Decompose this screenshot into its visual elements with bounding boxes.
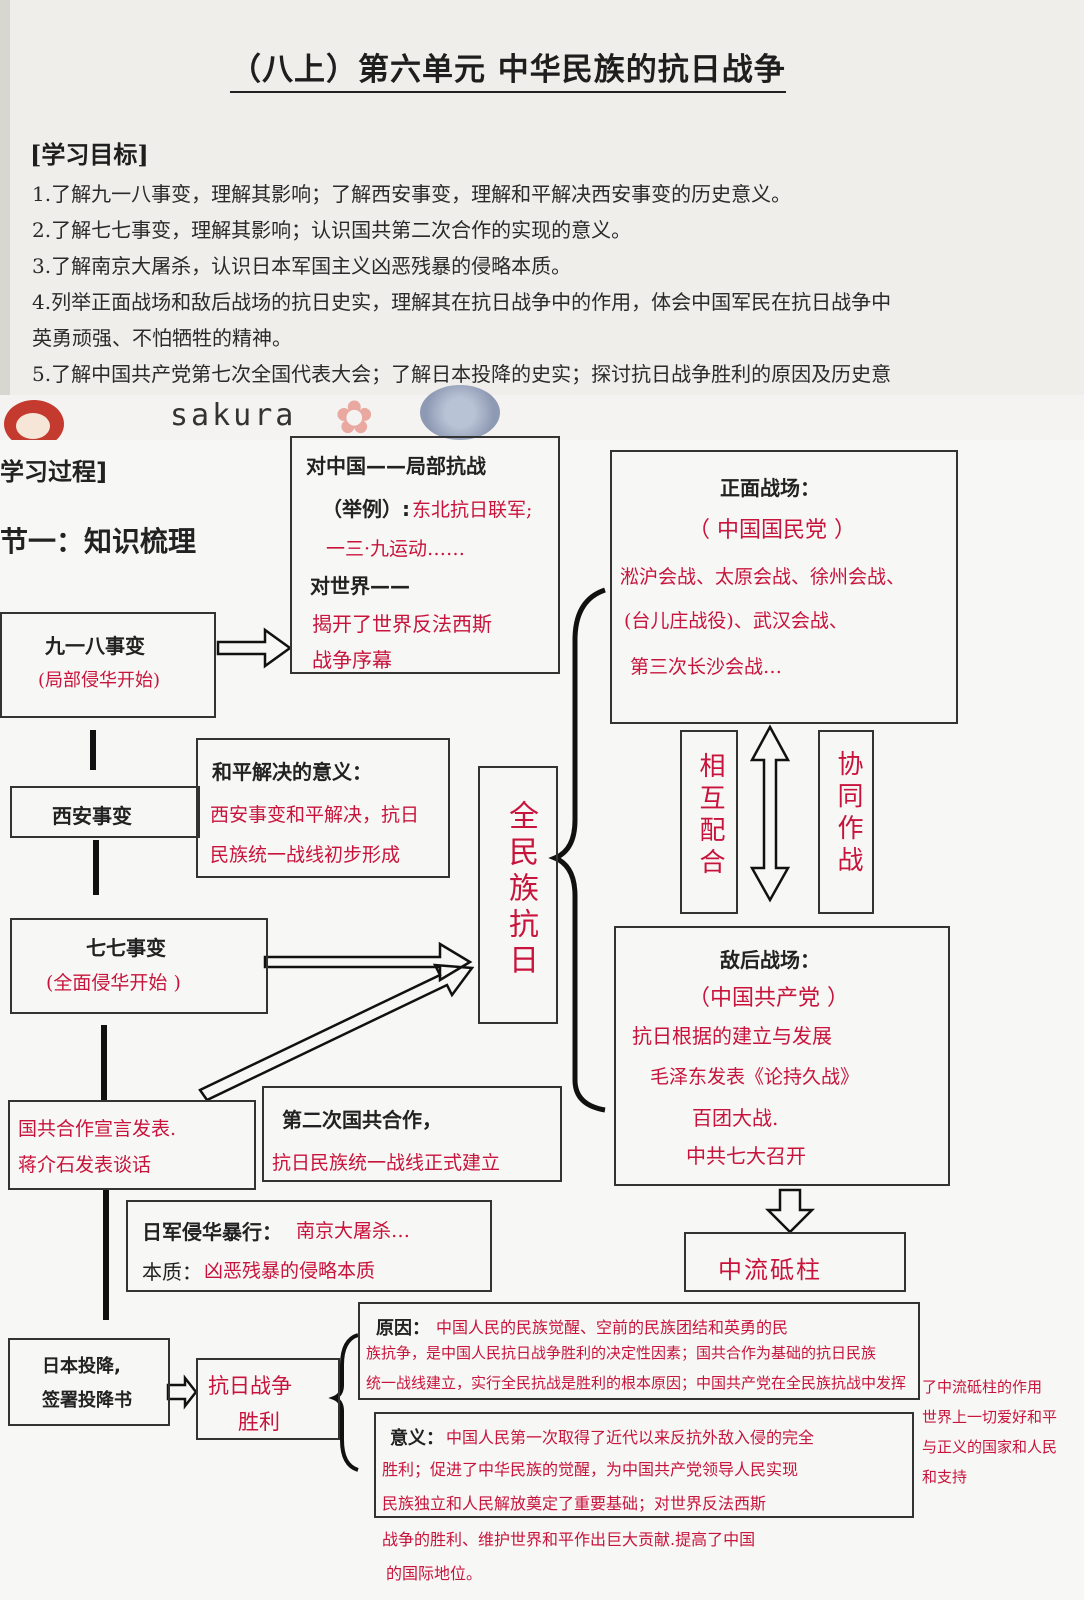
page-title: （八上）第六单元 中华民族的抗日战争 bbox=[230, 44, 786, 93]
pillar-box bbox=[684, 1232, 906, 1292]
timeline-line bbox=[101, 1025, 107, 1100]
second-coop-title: 第二次国共合作， bbox=[282, 1108, 442, 1132]
qiqi-box bbox=[10, 918, 268, 1014]
rear-party: （中国共产党 ） bbox=[688, 986, 849, 1011]
jiuyiba-title: 九一八事变 bbox=[45, 634, 145, 658]
xian-box bbox=[10, 786, 200, 838]
second-coop-text: 抗日民族统一战线正式建立 bbox=[272, 1152, 501, 1174]
touxiang-line: 日本投降, bbox=[42, 1356, 121, 1377]
goal-line: 5.了解中国共产党第七次全国代表大会；了解日本投降的史实；探讨抗日战争胜利的原因… bbox=[32, 362, 892, 386]
front-battle: 第三次长沙会战… bbox=[630, 656, 783, 678]
quanmin-box bbox=[478, 766, 558, 1024]
atrocity-label: 日军侵华暴行： bbox=[142, 1220, 282, 1244]
xian-title: 西安事变 bbox=[52, 804, 132, 828]
qiqi-title: 七七事变 bbox=[86, 936, 166, 960]
qiqi-note: (全面侵华开始 ) bbox=[46, 972, 181, 994]
second-coop-box bbox=[262, 1086, 562, 1182]
atrocity-value: 南京大屠杀… bbox=[296, 1220, 411, 1242]
meaning-text: 民族独立和人民解放奠定了重要基础；对世界反法西斯 bbox=[382, 1494, 767, 1513]
atrocity-box bbox=[126, 1200, 492, 1292]
jubu-example2: 一三·九运动…… bbox=[326, 538, 466, 560]
side-note: 世界上一切爱好和平 bbox=[922, 1408, 1058, 1426]
jubu-world: 对世界—— bbox=[310, 574, 410, 598]
side-note: 与正义的国家和人民 bbox=[922, 1438, 1058, 1456]
goal-line: 1.了解九一八事变，理解其影响；了解西安事变，理解和平解决西安事变的历史意义。 bbox=[32, 182, 792, 206]
front-battle: 淞沪会战、太原会战、徐州会战、 bbox=[620, 566, 906, 588]
peace-box bbox=[196, 738, 450, 878]
meaning-text: 胜利；促进了中华民族的觉醒，为中国共产党领导人民实现 bbox=[382, 1460, 799, 1479]
front-title: 正面战场： bbox=[720, 476, 820, 500]
guogong-note-line: 蒋介石发表谈话 bbox=[18, 1154, 152, 1176]
meaning-text: 中国人民第一次取得了近代以来反抗外敌入侵的完全 bbox=[446, 1428, 815, 1447]
reason-text: 族抗争，是中国人民抗日战争胜利的决定性因素；国共合作为基础的抗日民族 bbox=[366, 1344, 877, 1362]
rear-title: 敌后战场： bbox=[720, 948, 820, 972]
coop-text: 协同作战 bbox=[833, 750, 863, 878]
victory-box bbox=[196, 1358, 340, 1440]
touxiang-line: 签署投降书 bbox=[42, 1390, 132, 1411]
atrocity-nature: 凶恶残暴的侵略本质 bbox=[204, 1260, 376, 1282]
rear-box bbox=[614, 926, 950, 1186]
side-note: 了中流砥柱的作用 bbox=[922, 1378, 1043, 1396]
rear-item: 抗日根据的建立与发展 bbox=[632, 1024, 832, 1048]
quanmin-text: 全民族抗日 bbox=[503, 800, 538, 980]
handout-top-sheet bbox=[10, 0, 1084, 420]
process-header: 学习过程] bbox=[0, 458, 107, 486]
goal-line: 4.列举正面战场和敌后战场的抗日史实，理解其在抗日战争中的作用，体会中国军民在抗… bbox=[32, 290, 892, 314]
front-box bbox=[610, 450, 958, 724]
goal-line: 3.了解南京大屠杀，认识日本军国主义凶恶残暴的侵略本质。 bbox=[32, 254, 572, 278]
reason-text: 中国人民的民族觉醒、空前的民族团结和英勇的民 bbox=[436, 1318, 789, 1337]
sticker-strip bbox=[0, 395, 1084, 440]
jubu-example: 东北抗日联军; bbox=[412, 499, 533, 521]
timeline-line bbox=[103, 1190, 109, 1320]
jubu-box bbox=[290, 436, 560, 674]
daruma-face-icon bbox=[16, 413, 50, 439]
reason-label: 原因： bbox=[376, 1318, 430, 1339]
rear-item: 百团大战. bbox=[692, 1106, 779, 1130]
timeline-line bbox=[90, 730, 96, 770]
jubu-example-label: （举例）: bbox=[322, 497, 410, 521]
victory-text: 抗日战争 bbox=[208, 1374, 292, 1398]
atrocity-nature-label: 本质： bbox=[142, 1260, 202, 1284]
pillar-text: 中流砥柱 bbox=[718, 1256, 822, 1284]
mutual-text: 相互配合 bbox=[695, 752, 725, 880]
jubu-title: 对中国——局部抗战 bbox=[306, 454, 486, 478]
meaning-text: 战争的胜利、维护世界和平作出巨大贡献.提高了中国 bbox=[382, 1530, 756, 1549]
reason-text: 统一战线建立，实行全民抗战是胜利的根本原因；中国共产党在全民族抗战中发挥 bbox=[366, 1374, 907, 1392]
jubu-world-text: 战争序幕 bbox=[312, 648, 392, 672]
peace-text: 西安事变和平解决，抗日 bbox=[210, 804, 420, 826]
rear-item: 毛泽东发表《论持久战》 bbox=[650, 1066, 860, 1088]
front-battle: (台儿庄战役)、武汉会战、 bbox=[624, 610, 848, 632]
jubu-world-text: 揭开了世界反法西斯 bbox=[312, 612, 492, 636]
coop-box bbox=[818, 730, 874, 914]
front-party: （ 中国国民党 ） bbox=[688, 518, 856, 543]
peace-text: 民族统一战线初步形成 bbox=[210, 844, 401, 866]
goals-header: [学习目标] bbox=[30, 140, 149, 169]
jiuyiba-box bbox=[0, 612, 216, 718]
jiuyiba-note: (局部侵华开始) bbox=[38, 670, 161, 691]
goal-line: 2.了解七七事变，理解其影响；认识国共第二次合作的实现的意义。 bbox=[32, 218, 632, 242]
rear-item: 中共七大召开 bbox=[686, 1144, 806, 1168]
guogong-box bbox=[8, 1100, 256, 1190]
guogong-note-line: 国共合作宣言发表. bbox=[18, 1118, 177, 1140]
meaning-label: 意义： bbox=[390, 1428, 444, 1449]
victory-text: 胜利 bbox=[238, 1410, 280, 1434]
mutual-box bbox=[680, 730, 738, 914]
meaning-text: 的国际地位。 bbox=[386, 1564, 483, 1583]
pattern-sticker-icon bbox=[420, 385, 500, 440]
meaning-box bbox=[374, 1412, 914, 1518]
section-header: 节一：知识梳理 bbox=[0, 525, 197, 558]
cherry-blossom-icon: ✿ bbox=[335, 390, 374, 444]
brand-label: sakura bbox=[170, 398, 297, 433]
timeline-line bbox=[93, 840, 99, 895]
goal-line: 英勇顽强、不怕牺牲的精神。 bbox=[32, 326, 292, 350]
mindmap-sheet bbox=[0, 440, 1084, 1600]
touxiang-box bbox=[8, 1338, 170, 1426]
reason-box bbox=[358, 1302, 920, 1400]
side-note: 和支持 bbox=[922, 1468, 968, 1486]
peace-title: 和平解决的意义： bbox=[212, 760, 372, 784]
